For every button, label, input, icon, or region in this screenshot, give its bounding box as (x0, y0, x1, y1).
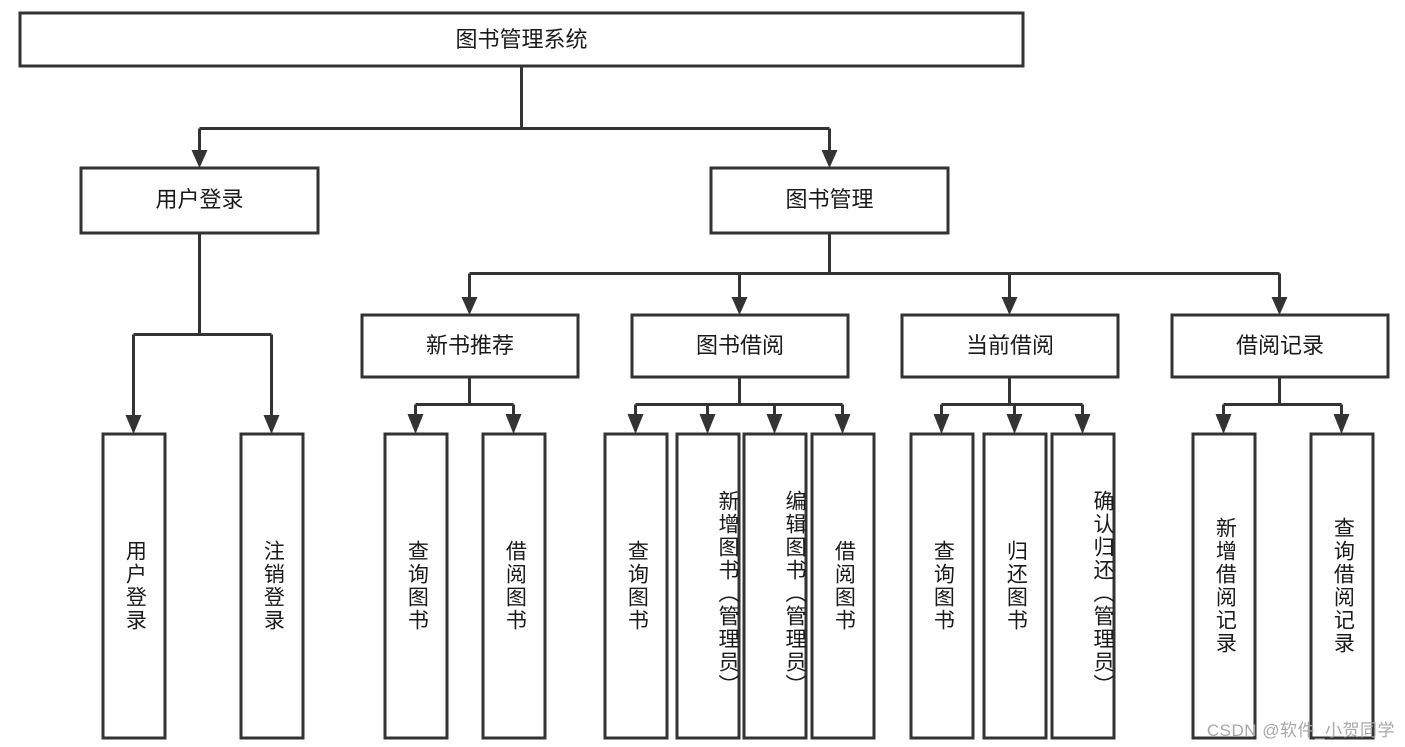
node-new-book-rec[interactable]: 新书推荐 (360, 313, 580, 379)
csdn-watermark: CSDN @软件_小贺同学 (1206, 721, 1395, 740)
node-new-book-rec-label: 新书推荐 (426, 333, 514, 358)
node-book-borrow-label: 图书借阅 (696, 333, 784, 358)
node-leaf-borrow-book-1-box[interactable] (481, 432, 547, 740)
arrowhead-to-new-book-rec (461, 297, 478, 315)
node-book-manage-label: 图书管理 (785, 187, 873, 212)
node-user-login-label: 用户登录 (155, 187, 243, 212)
node-leaf-add-book-box[interactable] (675, 432, 741, 740)
arrowhead-root-to-user-login (191, 150, 208, 168)
node-leaf-borrow-book-2-box[interactable] (810, 432, 876, 740)
node-root-label: 图书管理系统 (455, 27, 587, 52)
arrowhead-new-book-rec-c1 (407, 414, 424, 434)
node-leaf-query-book-2-box[interactable] (603, 432, 669, 740)
node-root-box[interactable] (18, 11, 1025, 68)
arrowhead-borrow-record-c2 (1333, 414, 1350, 434)
node-current-borrow[interactable]: 当前借阅 (900, 313, 1120, 379)
node-leaf-add-record-box[interactable] (1191, 432, 1257, 740)
node-leaf-return-book-box[interactable] (982, 432, 1048, 740)
node-book-manage-box[interactable] (709, 166, 950, 235)
leaf-boxes-layer (101, 432, 1375, 740)
node-leaf-logout-box[interactable] (239, 432, 305, 740)
arrowhead-to-borrow-record (1271, 297, 1288, 315)
arrowhead-user-login-c1 (125, 415, 142, 434)
node-book-borrow[interactable]: 图书借阅 (630, 313, 850, 379)
nodes-layer: 图书管理系统 用户登录 图书管理 新书推荐 图书借阅 当前 (18, 11, 1390, 740)
arrowhead-current-borrow-c2 (1006, 414, 1023, 434)
node-leaf-edit-book-box[interactable] (742, 432, 808, 740)
arrowhead-to-current-borrow (1001, 297, 1018, 315)
connectors-layer (125, 66, 1350, 434)
arrowhead-current-borrow-c3 (1074, 414, 1091, 434)
node-leaf-query-record-box[interactable] (1309, 432, 1375, 740)
node-current-borrow-box[interactable] (900, 313, 1120, 379)
arrowhead-root-to-book-manage (821, 150, 838, 168)
node-current-borrow-label: 当前借阅 (966, 333, 1054, 358)
node-user-login-box[interactable] (79, 166, 320, 235)
node-new-book-rec-box[interactable] (360, 313, 580, 379)
node-leaf-confirm-return-box[interactable] (1050, 432, 1116, 740)
node-user-login[interactable]: 用户登录 (79, 166, 320, 235)
node-borrow-record[interactable]: 借阅记录 (1170, 313, 1390, 379)
node-book-borrow-box[interactable] (630, 313, 850, 379)
node-leaf-user-login-box[interactable] (101, 432, 167, 740)
arrowhead-book-borrow-c4 (834, 414, 851, 434)
arrowhead-borrow-record-c1 (1215, 414, 1232, 434)
arrowhead-book-borrow-c3 (766, 414, 783, 434)
node-leaf-query-book-3-box[interactable] (909, 432, 975, 740)
arrowhead-user-login-c2 (263, 415, 280, 434)
node-book-manage[interactable]: 图书管理 (709, 166, 950, 235)
node-leaf-query-book-1-box[interactable] (383, 432, 449, 740)
arrowhead-to-book-borrow (731, 297, 748, 315)
arrowhead-new-book-rec-c2 (505, 414, 522, 434)
arrowhead-book-borrow-c2 (699, 414, 716, 434)
node-borrow-record-label: 借阅记录 (1236, 333, 1324, 358)
arrowhead-book-borrow-c1 (627, 414, 644, 434)
node-borrow-record-box[interactable] (1170, 313, 1390, 379)
node-root[interactable]: 图书管理系统 (18, 11, 1025, 68)
arrowhead-current-borrow-c1 (933, 414, 950, 434)
